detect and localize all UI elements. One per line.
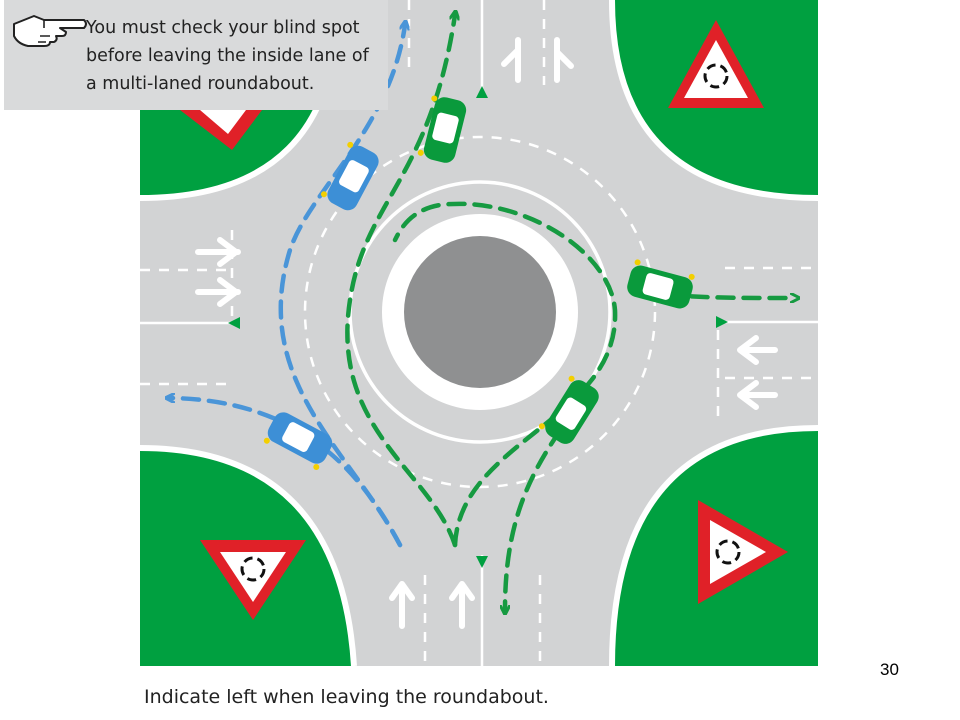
blue-path-upper: [278, 25, 405, 548]
pointing-hand-icon: [13, 15, 87, 47]
tip-text: You must check your blind spot before le…: [86, 14, 382, 98]
roundabout-give-way-sign-icon: [668, 20, 764, 108]
tip-box: You must check your blind spot before le…: [4, 0, 388, 110]
tip-line: You must check your blind spot: [86, 18, 360, 38]
roundabout-give-way-sign-icon: [200, 540, 306, 620]
blue-car-west: [263, 412, 333, 471]
green-path-north: [345, 15, 455, 548]
tip-line: before leaving the inside lane of: [86, 46, 369, 66]
green-car-north: [417, 95, 467, 163]
roundabout-give-way-sign-icon: [698, 500, 788, 604]
lane-markings: [140, 0, 818, 666]
tip-line: a multi-laned roundabout.: [86, 74, 315, 94]
give-way-markers: [228, 86, 728, 568]
green-car-south: [538, 375, 599, 444]
page-number: 30: [880, 660, 899, 679]
blue-car-north: [320, 141, 379, 211]
green-car-east: [627, 259, 695, 309]
roundabout-give-way-sign-icon: [180, 110, 262, 150]
green-path-east: [392, 201, 618, 548]
caption: Indicate left when leaving the roundabou…: [144, 686, 549, 708]
central-island: [404, 236, 556, 388]
lane-arrows: [195, 37, 778, 629]
